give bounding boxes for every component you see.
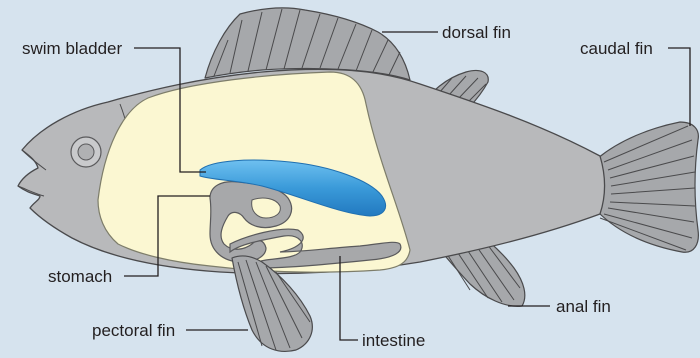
label-anal-fin: anal fin — [556, 297, 611, 316]
label-pectoral-fin: pectoral fin — [92, 321, 175, 340]
caudal-fin — [598, 122, 698, 252]
leader-caudal-fin — [668, 48, 690, 126]
eye — [71, 137, 101, 167]
label-caudal-fin: caudal fin — [580, 39, 653, 58]
label-swim-bladder: swim bladder — [22, 39, 122, 58]
label-stomach: stomach — [48, 267, 112, 286]
label-intestine: intestine — [362, 331, 425, 350]
label-dorsal-fin: dorsal fin — [442, 23, 511, 42]
